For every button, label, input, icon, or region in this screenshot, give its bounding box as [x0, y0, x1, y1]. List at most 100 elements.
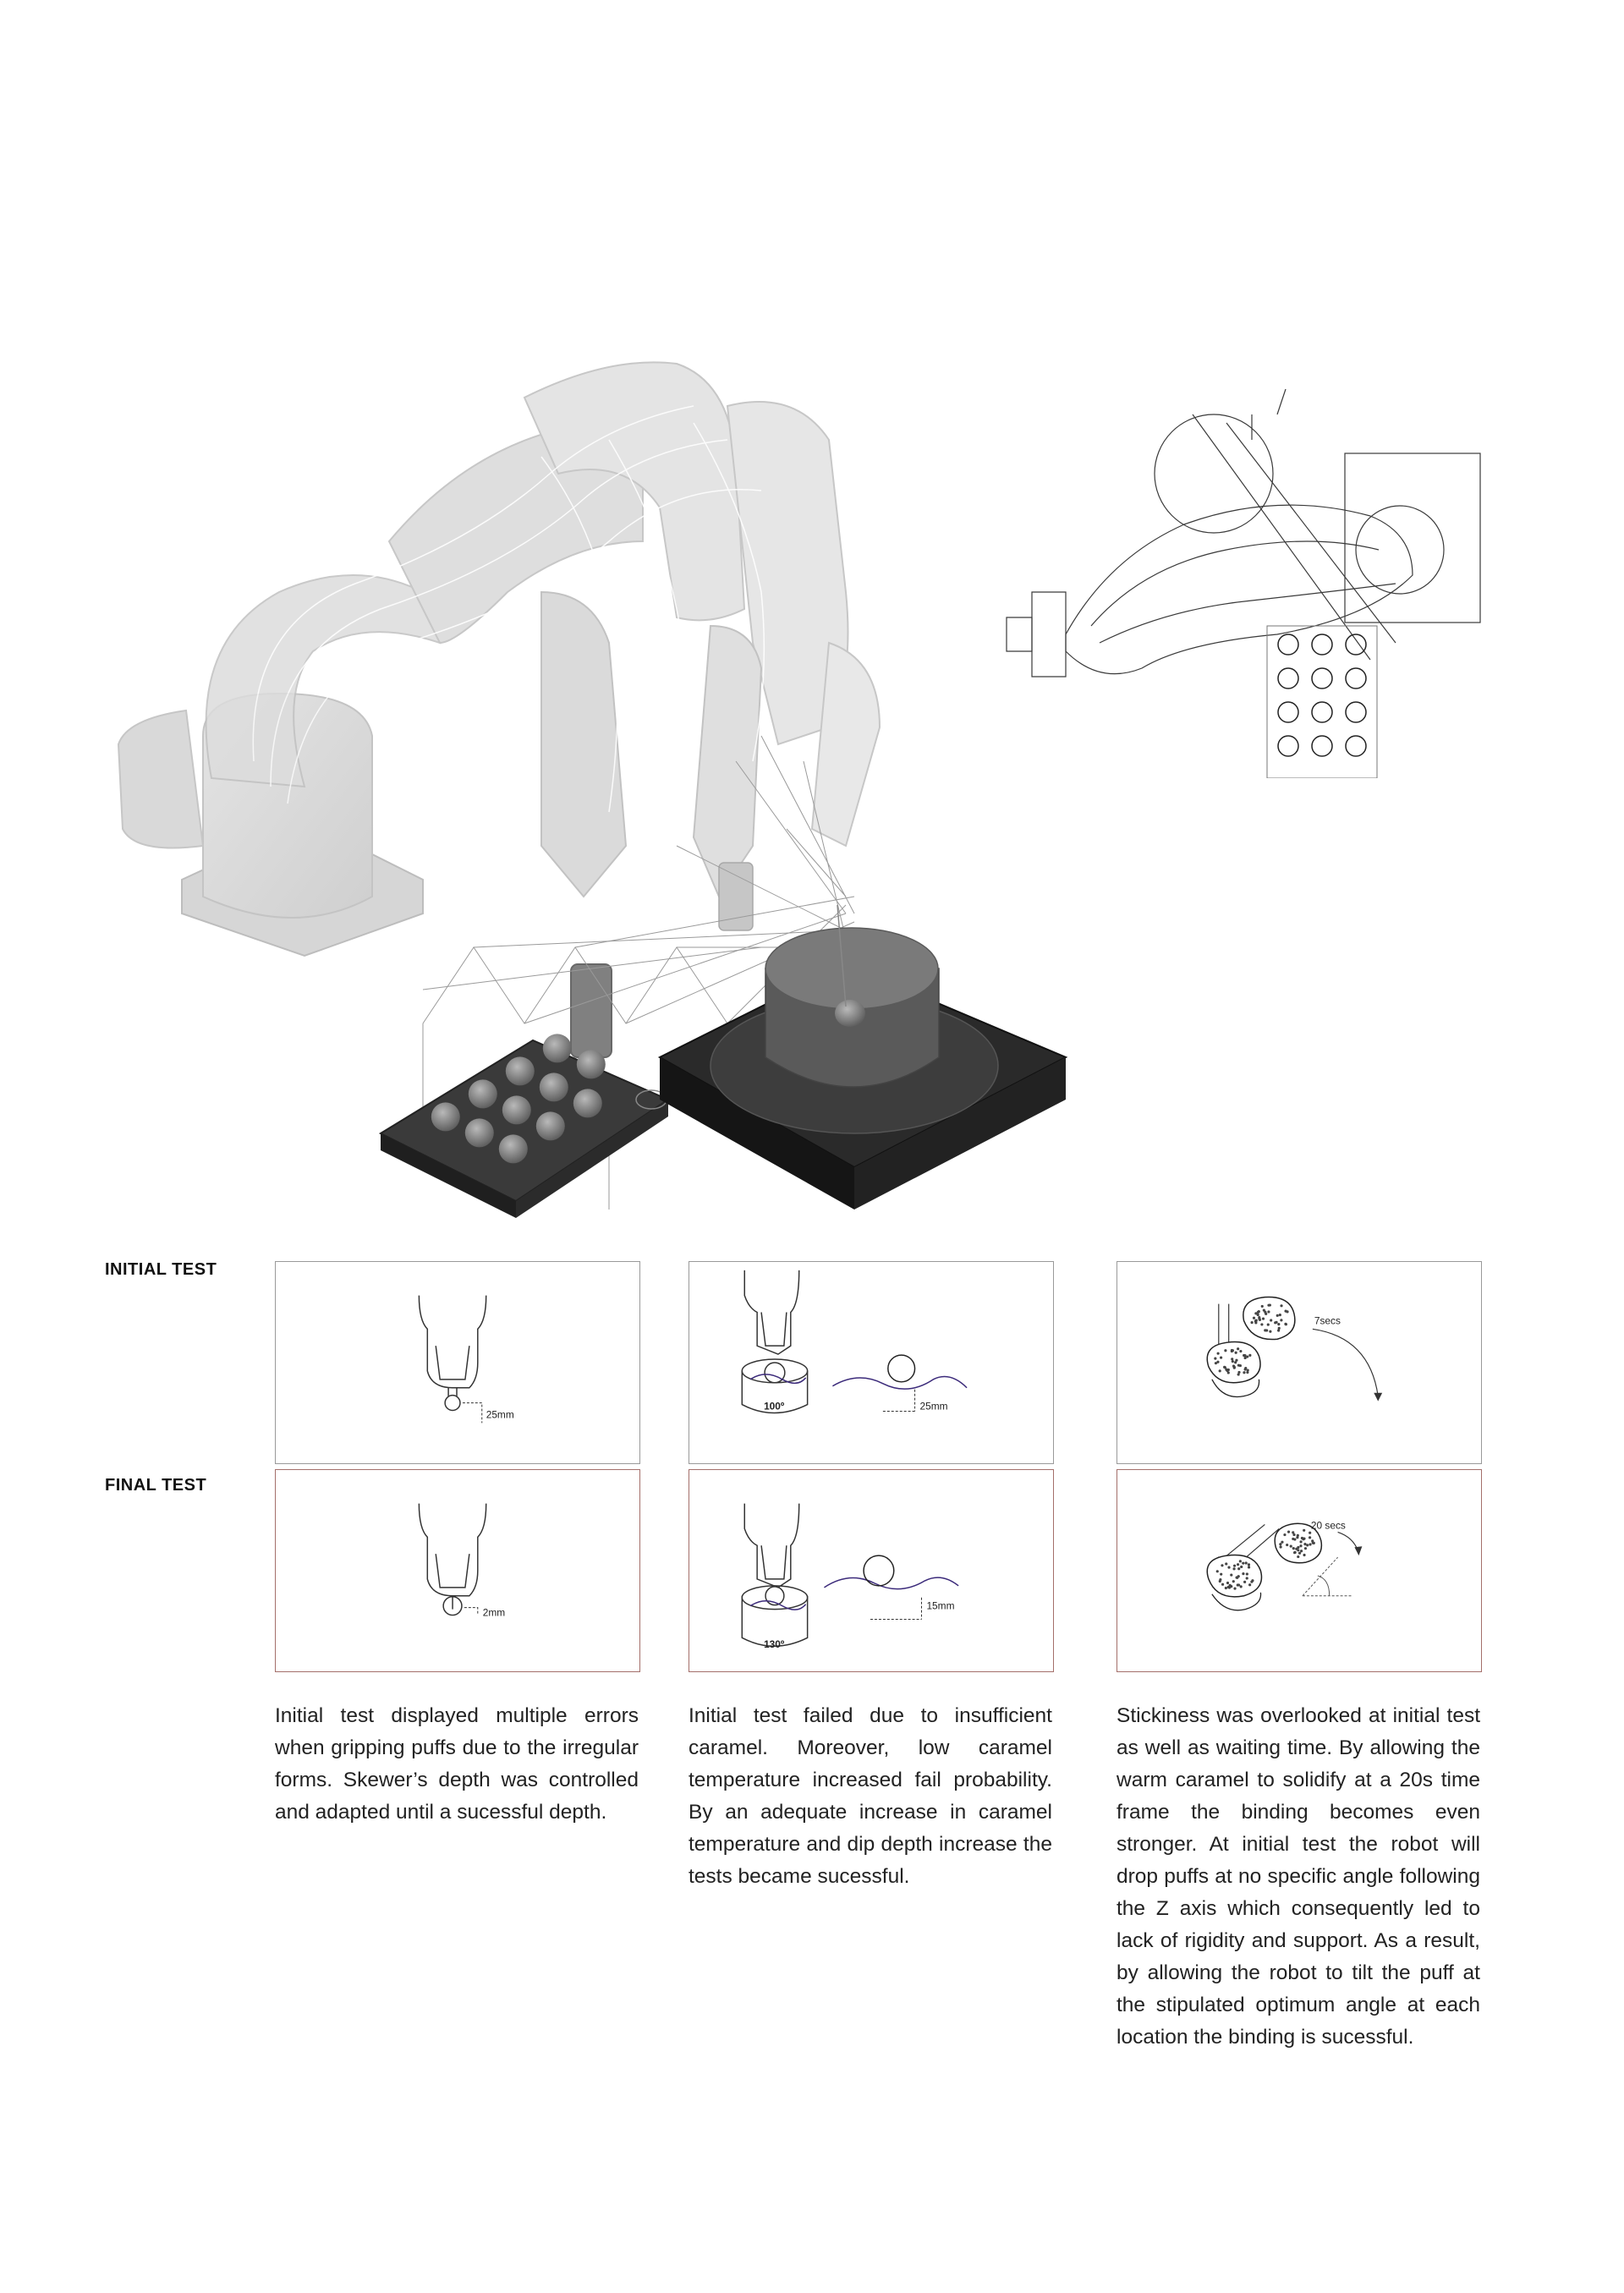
puff-texture-dot — [1309, 1531, 1312, 1534]
puff-texture-dot — [1309, 1536, 1312, 1539]
puff-texture-dot — [1262, 1308, 1265, 1312]
puff-texture-dot — [1292, 1547, 1295, 1550]
puff-texture-dot — [1226, 1581, 1230, 1585]
puff-texture-dot — [1303, 1537, 1306, 1540]
tray-puff — [573, 1089, 602, 1118]
puff-texture-dot — [1309, 1543, 1312, 1546]
puff-texture-dot — [1233, 1587, 1237, 1590]
puff-texture-dot — [1214, 1362, 1218, 1365]
puff-texture-dot — [1303, 1547, 1308, 1550]
depth-label: 25mm — [486, 1408, 514, 1420]
caramel-wave — [749, 1374, 807, 1385]
puff-texture-dot — [1277, 1326, 1281, 1330]
tray-puff — [576, 1050, 606, 1079]
puff-texture-dot — [1243, 1371, 1246, 1374]
puff-texture-dot — [1237, 1373, 1240, 1376]
puff-texture-dot — [1250, 1320, 1254, 1325]
puff-texture-dot — [1243, 1356, 1247, 1360]
plan-tray-grid — [1266, 625, 1378, 778]
description-skewer: Initial test displayed multiple errors w… — [275, 1704, 639, 1824]
puff-texture-dot — [1220, 1572, 1223, 1576]
depth-label: 15mm — [926, 1600, 954, 1612]
depth-marker — [882, 1389, 916, 1413]
puff-texture-dot — [1236, 1583, 1239, 1587]
panel-initial-bind: 7secs — [1116, 1261, 1482, 1464]
puff-texture-dot — [1247, 1563, 1251, 1566]
plan-slot — [1311, 735, 1333, 757]
plan-slot — [1277, 667, 1299, 689]
puff-texture-dot — [1237, 1370, 1241, 1374]
puff-texture-dot — [1239, 1585, 1243, 1588]
puff-texture-dot — [1289, 1544, 1292, 1548]
puff-texture-dot — [1306, 1544, 1309, 1547]
puff-texture-dot — [1292, 1533, 1296, 1537]
panel-final-dip: 130º 15mm — [689, 1469, 1054, 1672]
puff-tray — [378, 1034, 671, 1218]
description-bind: Stickiness was overlooked at initial tes… — [1116, 1704, 1480, 2049]
puff-texture-dot — [1242, 1572, 1245, 1576]
puff-texture-dot — [1299, 1550, 1303, 1553]
puff-texture-dot — [1215, 1570, 1219, 1573]
tray-puff — [431, 1102, 460, 1132]
puff-texture-dot — [1248, 1583, 1252, 1587]
puff-outline — [887, 1354, 916, 1383]
puff-texture-dot — [1284, 1309, 1287, 1313]
puff-outline — [863, 1555, 895, 1587]
puff-texture-dot — [1258, 1317, 1261, 1320]
panel-final-bind: 20 secs — [1116, 1469, 1482, 1672]
puff-texture-dot — [1280, 1319, 1283, 1322]
dip-gripper-icon — [741, 1270, 809, 1414]
puff-texture-dot — [1247, 1566, 1251, 1569]
puff-texture-dot — [1221, 1583, 1225, 1586]
puff-texture-dot — [1224, 1586, 1227, 1590]
description-dip: Initial test failed due to insufficient … — [689, 1704, 1052, 1888]
puff-texture-dot — [1270, 1319, 1273, 1322]
tray-puff — [498, 1134, 528, 1164]
puff-texture-dot — [1303, 1543, 1307, 1546]
depth-marker — [870, 1597, 922, 1621]
puff-texture-dot — [1244, 1561, 1248, 1565]
puff-texture-dot — [1226, 1371, 1230, 1374]
puff-texture-dot — [1225, 1368, 1228, 1371]
puff-texture-dot — [1312, 1541, 1315, 1544]
time-label: 7secs — [1314, 1314, 1341, 1326]
plan-slot — [1345, 667, 1367, 689]
puff-texture-dot — [1226, 1585, 1230, 1588]
puff-texture-dot — [1269, 1330, 1272, 1333]
tray-puff — [502, 1095, 531, 1125]
skewer-gripper-icon — [418, 1295, 487, 1412]
puff-texture-dot — [1265, 1329, 1269, 1332]
puff-texture-dot — [1233, 1564, 1237, 1567]
puff-texture-dot — [1230, 1573, 1233, 1577]
puff-texture-dot — [1238, 1560, 1242, 1563]
caramel-wave — [749, 1599, 807, 1610]
puff-texture-dot — [1235, 1576, 1238, 1579]
tray-puff — [505, 1056, 535, 1086]
puff-texture-dot — [1293, 1550, 1297, 1554]
puff-texture-dot — [1254, 1312, 1258, 1315]
puff-texture-dot — [1299, 1540, 1303, 1544]
temperature-label: 100º — [764, 1401, 785, 1413]
puff-texture-dot — [1232, 1567, 1236, 1571]
puff-texture-dot — [1214, 1357, 1217, 1360]
puff-texture-dot — [1243, 1368, 1247, 1371]
robot-arm-ghosts — [205, 361, 881, 1108]
depth-marker — [462, 1402, 483, 1424]
puff-texture-dot — [1292, 1537, 1295, 1541]
puff-texture-dot — [1216, 1352, 1220, 1355]
puff-texture-dot — [1252, 1316, 1256, 1319]
puff-texture-dot — [1218, 1369, 1221, 1373]
puff-texture-dot — [1254, 1319, 1258, 1322]
puff-texture-dot — [1223, 1366, 1226, 1369]
tray-puff — [468, 1079, 497, 1109]
final-test-label: FINAL TEST — [105, 1476, 207, 1495]
puff-texture-dot — [1297, 1545, 1300, 1550]
angle-marker — [1302, 1556, 1353, 1597]
initial-test-label: INITIAL TEST — [105, 1260, 217, 1279]
puff-texture-dot — [1286, 1543, 1289, 1547]
puff-texture-dot — [1295, 1547, 1298, 1550]
puff-texture-dot — [1220, 1356, 1223, 1359]
puff-texture-dot — [1296, 1533, 1299, 1537]
puff-texture-dot — [1296, 1536, 1299, 1539]
puff-texture-dot — [1227, 1566, 1231, 1569]
